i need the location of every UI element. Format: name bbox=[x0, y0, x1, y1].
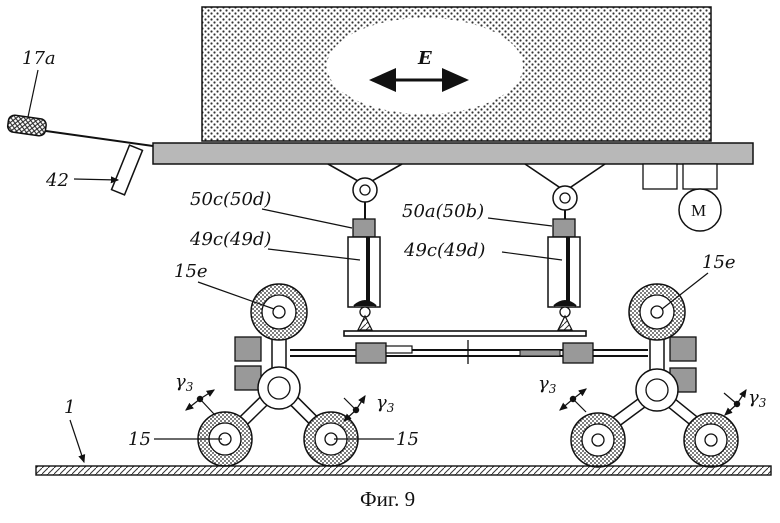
gamma-1: γ3 bbox=[175, 371, 194, 394]
suspension-right bbox=[524, 163, 606, 331]
cargo-body bbox=[201, 6, 712, 142]
ground-surface bbox=[35, 465, 772, 476]
wheel-cluster-right bbox=[601, 332, 709, 435]
upper-wheel-left-label: 15e bbox=[174, 261, 208, 282]
handle-leader bbox=[27, 69, 39, 118]
ground-label: 1 bbox=[64, 397, 75, 418]
wheel-15-right bbox=[303, 411, 359, 467]
gamma-2: γ3 bbox=[376, 392, 395, 415]
stop-leader bbox=[73, 176, 120, 184]
wheel-right-b bbox=[683, 412, 739, 468]
wheel-15-left bbox=[197, 411, 253, 467]
cylinder-right-label: 49c(49d) bbox=[403, 240, 485, 261]
upper-wheel-right-label: 15e bbox=[702, 252, 736, 273]
gamma-indicator-4 bbox=[723, 388, 747, 416]
ground-leader bbox=[69, 419, 86, 464]
upper-wheel-left bbox=[250, 283, 308, 341]
figure-caption: Фиг. 9 bbox=[360, 487, 415, 511]
stop-label: 42 bbox=[45, 170, 69, 191]
sensor-right-leader bbox=[487, 217, 553, 227]
stop-42 bbox=[110, 144, 144, 196]
gamma-4: γ3 bbox=[748, 387, 767, 410]
gamma-indicator-2 bbox=[343, 394, 366, 422]
wheel-right-a bbox=[570, 412, 626, 468]
upper-wheel-right bbox=[628, 283, 686, 341]
handle-label: 17a bbox=[22, 48, 56, 69]
cylinder-left-label: 49c(49d) bbox=[189, 229, 271, 250]
gamma-indicator-3 bbox=[559, 388, 587, 413]
sensor-right-label: 50a(50b) bbox=[402, 201, 484, 222]
bogie-plate bbox=[343, 330, 587, 337]
gamma-indicator-1 bbox=[185, 389, 216, 415]
sensor-left-label: 50c(50d) bbox=[190, 189, 271, 210]
direction-label: E bbox=[417, 48, 432, 69]
cylinder-left-leader bbox=[267, 248, 361, 261]
sensor-left-leader bbox=[261, 208, 353, 229]
wheel-15-left-label: 15 bbox=[128, 429, 151, 450]
suspension-left bbox=[327, 163, 403, 331]
platform bbox=[152, 142, 754, 165]
handle-17a bbox=[6, 114, 154, 147]
motor-assembly bbox=[642, 163, 722, 232]
wheel-cluster-left bbox=[227, 332, 330, 437]
motor-label: M bbox=[691, 201, 706, 220]
upper-wheel-right-leader bbox=[661, 272, 709, 310]
cylinder-right-leader bbox=[501, 251, 563, 261]
gamma-3: γ3 bbox=[538, 373, 557, 396]
wheel-15-right-label: 15 bbox=[396, 429, 419, 450]
transverse-shaft bbox=[290, 340, 648, 364]
upper-wheel-left-leader bbox=[197, 281, 275, 310]
